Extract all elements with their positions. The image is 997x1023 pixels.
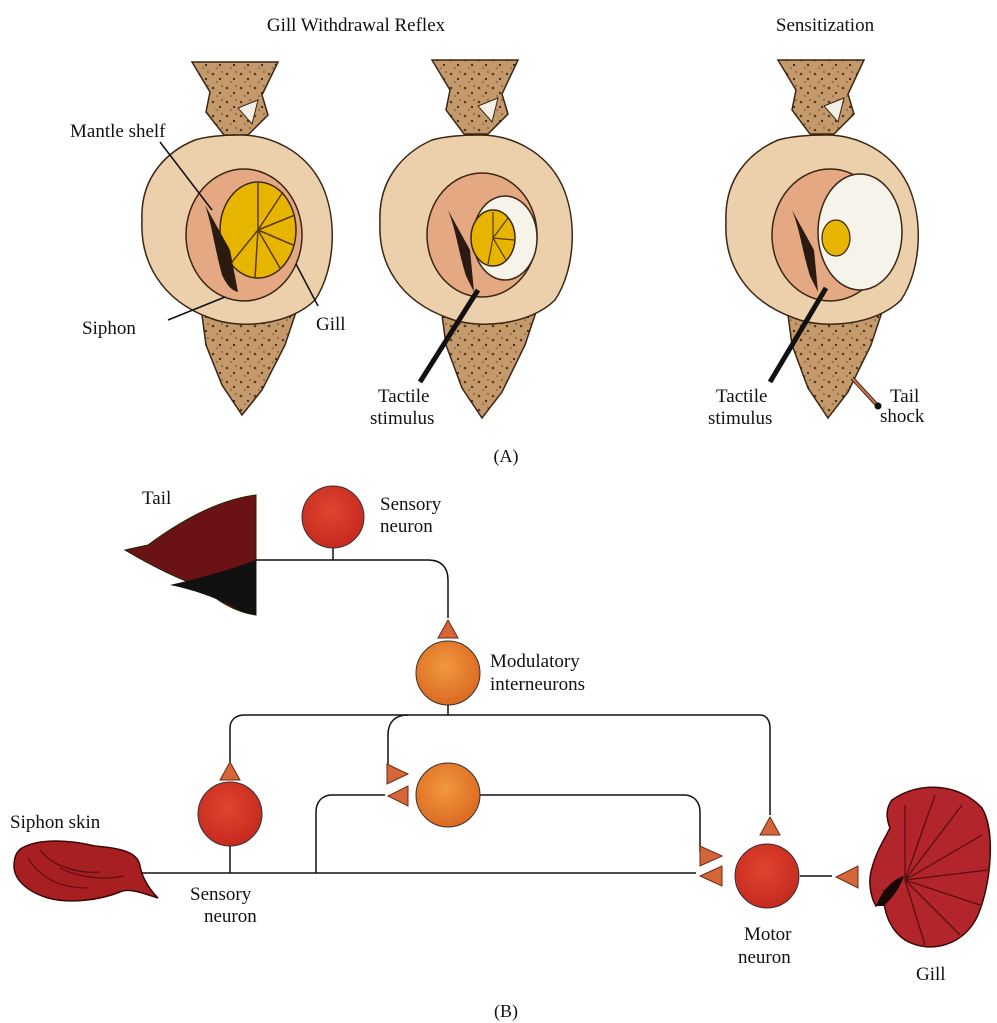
sensory-neuron-siphon	[198, 782, 262, 846]
interneuron	[416, 763, 480, 827]
label-shock: shock	[880, 406, 925, 427]
label-sensory-bottom-1: Sensory	[190, 884, 252, 905]
label-siphon: Siphon	[82, 318, 136, 339]
aplysia-figure-1	[142, 62, 332, 415]
title-sensitization: Sensitization	[776, 15, 875, 36]
title-gill-withdrawal-reflex: Gill Withdrawal Reflex	[267, 15, 446, 36]
modulatory-interneuron	[416, 641, 480, 705]
synapse-modulatory-input	[438, 620, 458, 638]
label-tactile-2: Tactile	[716, 386, 767, 407]
label-siphon-skin: Siphon skin	[10, 812, 101, 833]
panel-a: Gill Withdrawal Reflex Sensitization Man…	[70, 15, 925, 467]
label-gill: Gill	[316, 314, 346, 335]
label-mantle-shelf: Mantle shelf	[70, 121, 166, 142]
label-tail: Tail	[890, 386, 919, 407]
label-motor-2: neuron	[738, 947, 791, 968]
aplysia-figure-3	[726, 60, 918, 418]
label-motor-1: Motor	[744, 924, 792, 945]
sensory-neuron-tail	[302, 486, 364, 548]
panel-label-a: (A)	[494, 446, 519, 467]
synapse-interneuron-modulation	[387, 764, 408, 784]
label-sensory-bottom-2: neuron	[204, 906, 257, 927]
synapse-interneuron-input	[388, 786, 408, 806]
label-modulatory-1: Modulatory	[490, 651, 580, 672]
synapse-motor-modulation	[760, 817, 780, 835]
label-sensory-top-1: Sensory	[380, 494, 442, 515]
synapse-motor-sensory	[700, 866, 722, 886]
panel-b: Tail S	[10, 486, 990, 1022]
synapse-sensory-modulation	[220, 762, 240, 780]
label-stimulus-2: stimulus	[708, 408, 772, 429]
synapse-gill	[836, 866, 858, 888]
label-gill-b: Gill	[916, 964, 946, 985]
label-tactile-1: Tactile	[378, 386, 429, 407]
synapse-motor-interneuron	[700, 846, 722, 866]
panel-label-b: (B)	[494, 1001, 518, 1022]
label-tail-b: Tail	[142, 488, 171, 509]
gill-tissue	[870, 787, 990, 947]
aplysia-figure-2	[380, 60, 572, 418]
motor-neuron	[735, 844, 799, 908]
label-sensory-top-2: neuron	[380, 516, 433, 537]
label-modulatory-2: interneurons	[490, 674, 585, 695]
siphon-skin-tissue	[14, 841, 158, 901]
label-stimulus-1: stimulus	[370, 408, 434, 429]
